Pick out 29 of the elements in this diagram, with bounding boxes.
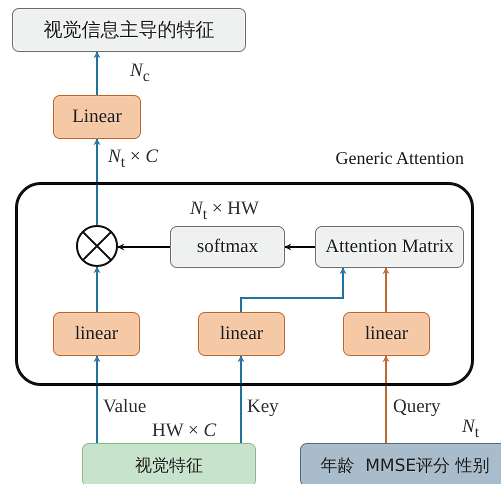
process-box: linear bbox=[198, 312, 285, 356]
edge-label: Key bbox=[247, 396, 279, 418]
process-box: 年龄 MMSE评分 性别 bbox=[300, 443, 501, 484]
arrow bbox=[94, 355, 100, 443]
edge-label: N$_{c}$ bbox=[130, 60, 150, 86]
arrow bbox=[382, 355, 390, 443]
dimension-note: N$_{t}$ × HW bbox=[190, 198, 259, 224]
process-box: Attention Matrix bbox=[315, 226, 464, 268]
arrow bbox=[238, 355, 244, 443]
arrow bbox=[94, 266, 100, 312]
multiply-circle bbox=[76, 225, 118, 267]
dimension-note: N$_{t}$ bbox=[462, 416, 480, 442]
process-box: Linear bbox=[53, 95, 141, 139]
edge-label: Value bbox=[103, 396, 146, 418]
process-box: 视觉信息主导的特征 bbox=[12, 8, 246, 52]
arrow bbox=[382, 267, 390, 312]
process-box: linear bbox=[53, 312, 140, 356]
arrow bbox=[240, 267, 346, 312]
group-title: Generic Attention bbox=[336, 148, 464, 169]
dimension-note: HW × C bbox=[152, 420, 216, 442]
arrow bbox=[284, 244, 315, 250]
process-box: 视觉特征 bbox=[82, 443, 256, 484]
edge-label: Query bbox=[393, 396, 440, 418]
process-box: linear bbox=[343, 312, 430, 356]
edge-label: N$_{t}$ × C bbox=[108, 146, 158, 172]
process-box: softmax bbox=[170, 226, 285, 268]
arrow bbox=[94, 138, 100, 225]
arrow bbox=[94, 51, 100, 95]
arrow bbox=[117, 244, 170, 250]
